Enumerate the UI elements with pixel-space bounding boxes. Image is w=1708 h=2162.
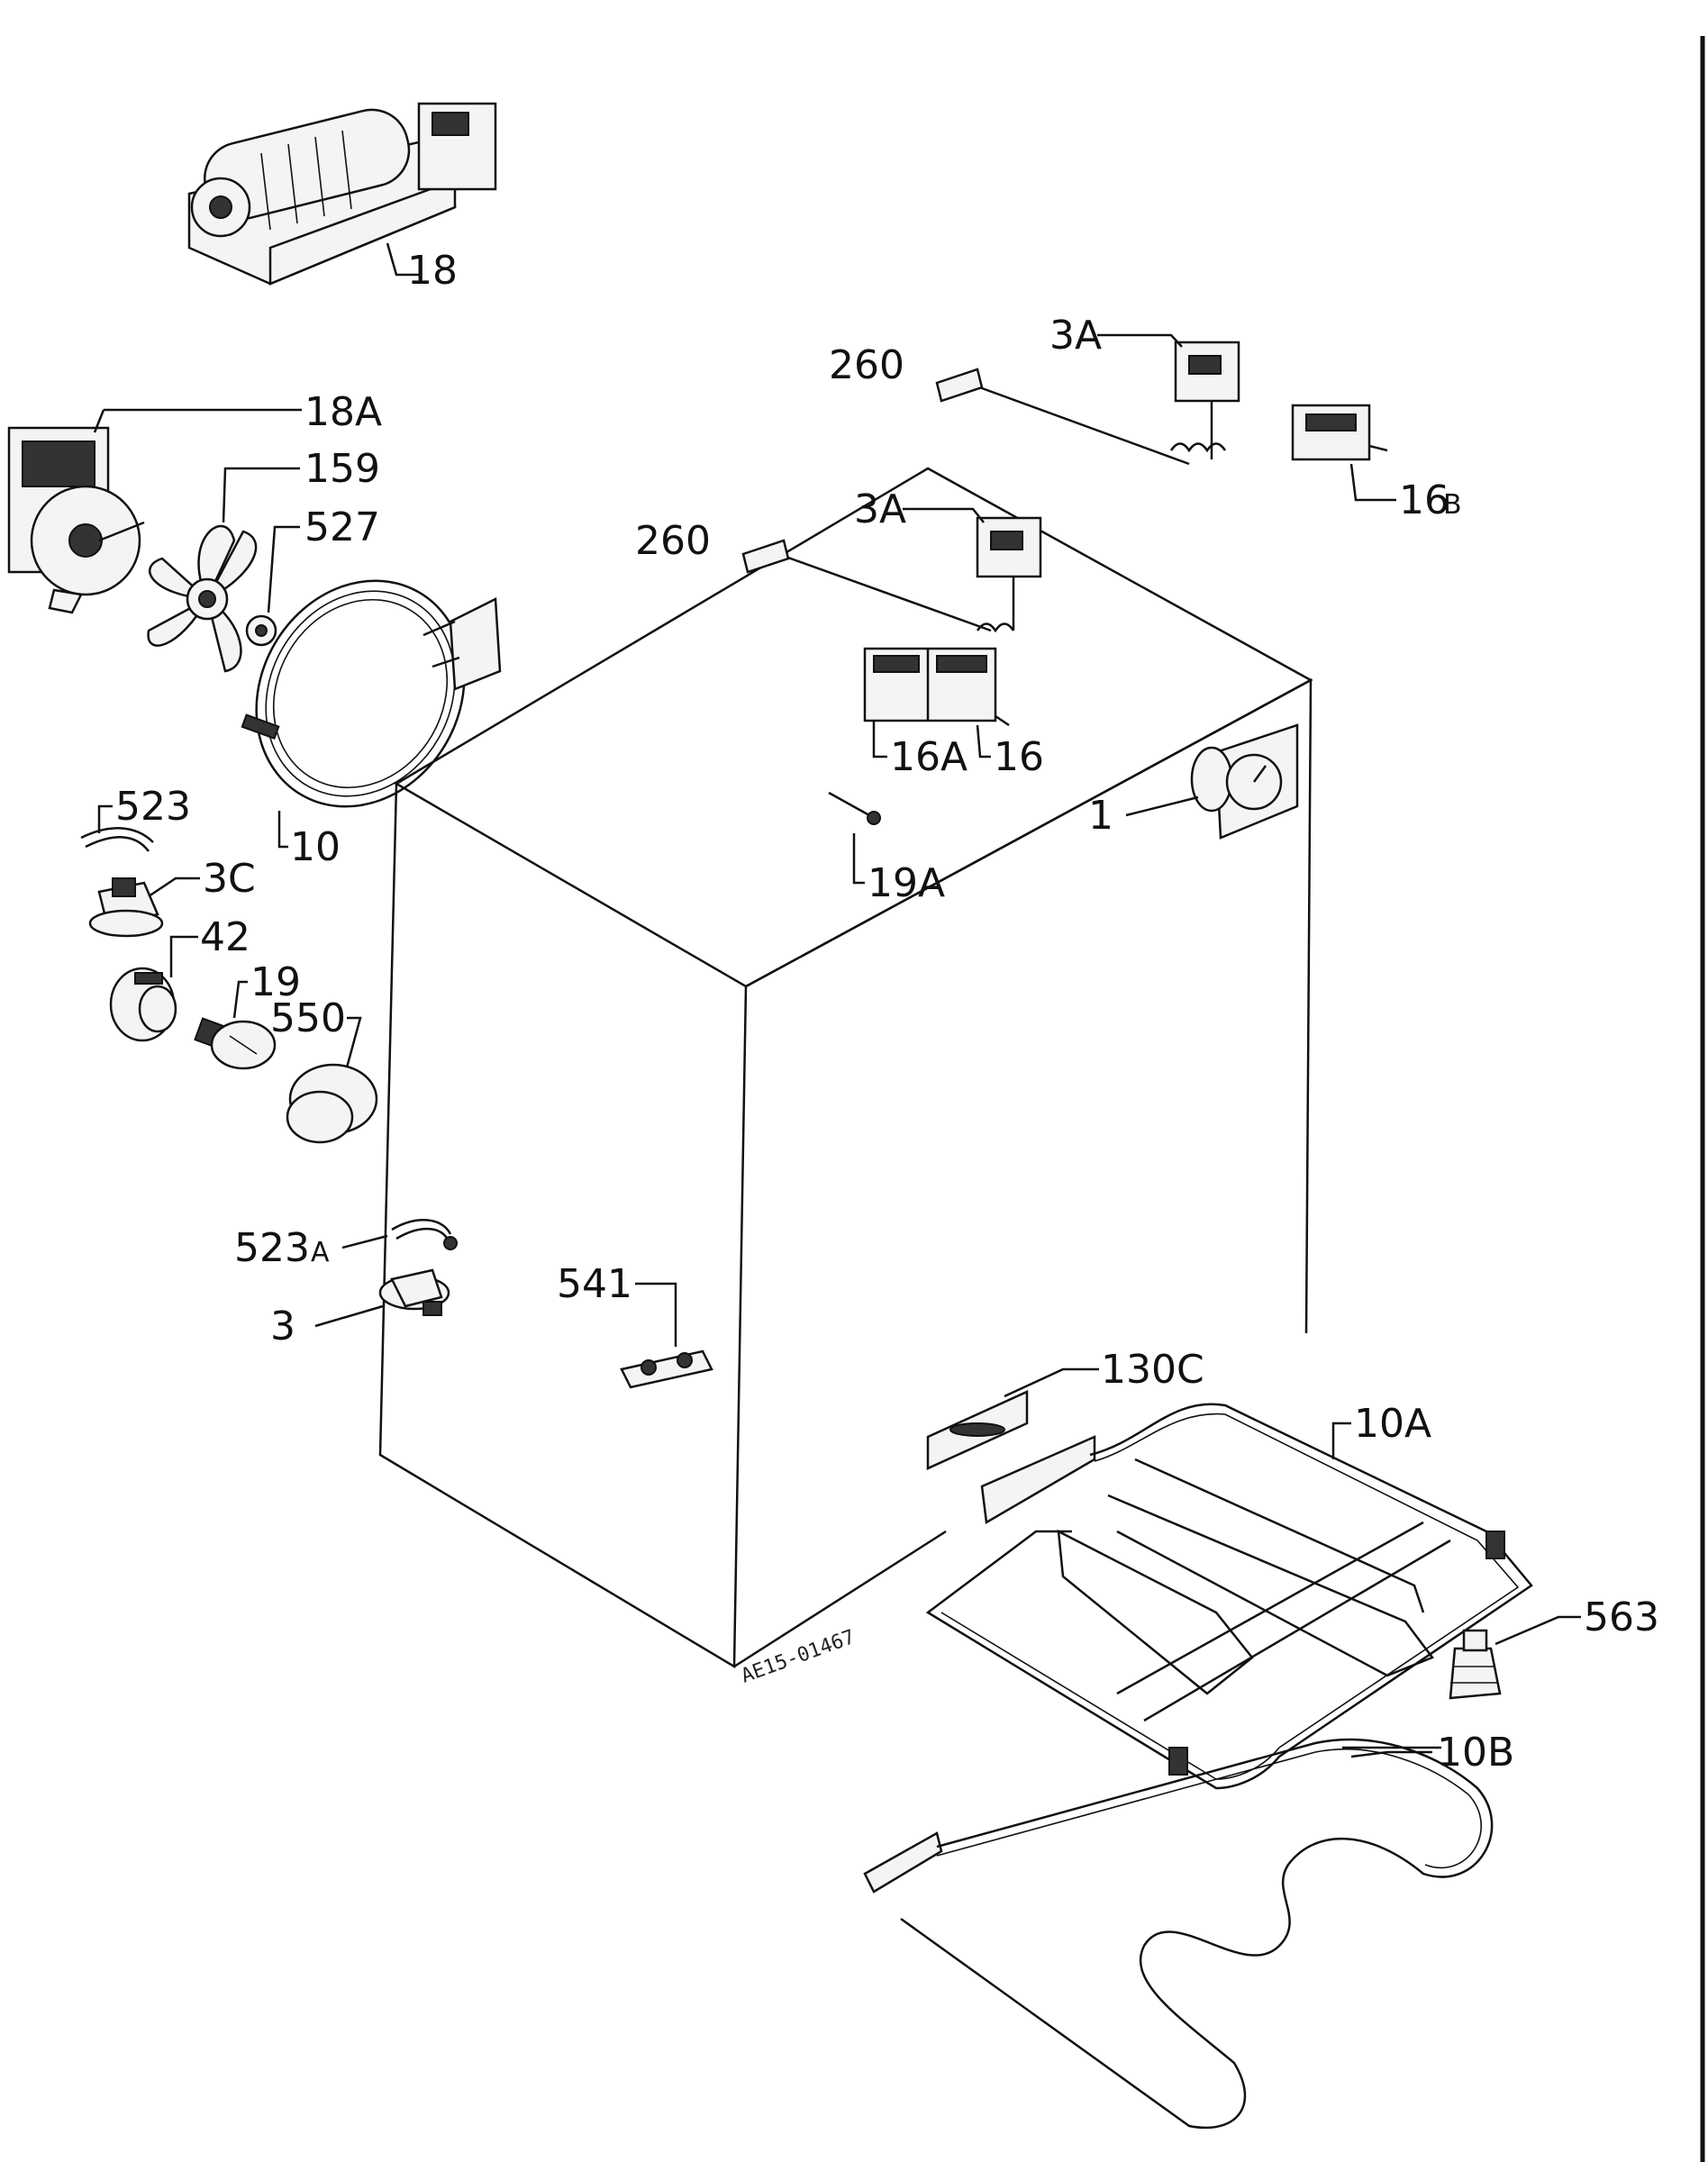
label-3a-mid: 3A	[854, 486, 906, 532]
nut-part-527	[245, 614, 277, 647]
switch-block-part-16a-16	[863, 647, 1010, 727]
wire-clip-part-523a	[391, 1219, 458, 1250]
label-16a: 16A	[890, 734, 968, 780]
lamp-bulb-part-19	[194, 1017, 277, 1070]
circular-element-part-10	[241, 579, 502, 808]
leader-523	[97, 804, 113, 833]
leader-3	[314, 1304, 384, 1328]
label-541: 541	[557, 1261, 632, 1307]
leader-10b	[1350, 1750, 1432, 1758]
label-260-mid: 260	[635, 518, 711, 564]
leader-18	[386, 242, 419, 277]
leader-42	[169, 935, 198, 977]
label-527: 527	[304, 504, 380, 550]
leader-159	[222, 467, 300, 523]
fan-blade-part-159	[147, 524, 258, 673]
label-3a-top: 3A	[1049, 313, 1102, 359]
leader-10	[277, 811, 288, 849]
probe-part-260-top	[935, 368, 1227, 466]
label-563: 563	[1584, 1594, 1659, 1640]
timer-part-1	[1190, 723, 1299, 840]
wire-part-19a	[828, 791, 881, 825]
thermostat-part-3a-top	[1174, 341, 1240, 459]
leader-1	[1125, 795, 1199, 817]
leader-527	[267, 525, 300, 613]
thermostat-part-3	[378, 1268, 450, 1316]
leader-19	[232, 980, 248, 1019]
leader-16b	[1349, 463, 1396, 502]
wire-clip-part-523	[80, 827, 154, 852]
label-523: 523	[115, 784, 191, 830]
label-523a: 523	[234, 1225, 310, 1271]
label-18: 18	[407, 248, 458, 294]
leader-550	[345, 1016, 362, 1068]
label-42: 42	[200, 914, 250, 960]
label-550: 550	[270, 995, 346, 1041]
label-16: 16	[994, 734, 1044, 780]
leader-523a	[341, 1234, 388, 1249]
label-1: 1	[1088, 793, 1113, 839]
leader-130c	[1004, 1367, 1099, 1398]
probe-part-260-mid	[741, 539, 1015, 633]
leader-563	[1494, 1615, 1581, 1646]
label-10b: 10B	[1437, 1730, 1514, 1776]
label-159: 159	[304, 446, 380, 492]
connector-part-563	[1449, 1629, 1502, 1700]
label-130c: 130C	[1101, 1347, 1204, 1393]
leader-541	[635, 1282, 677, 1347]
bracket-part-541	[620, 1349, 713, 1389]
drawing-reference-stamp: AE15-01467	[739, 1626, 859, 1688]
label-3: 3	[270, 1304, 295, 1349]
switch-part-16b	[1291, 404, 1388, 461]
lower-element-part-10b	[863, 1738, 1494, 2130]
label-10a: 10A	[1354, 1401, 1431, 1447]
label-3c: 3C	[203, 856, 256, 902]
label-10: 10	[290, 824, 341, 870]
leader-10a	[1331, 1422, 1351, 1459]
terminal-plate-part-130c	[926, 1390, 1029, 1470]
label-16b: 16	[1399, 477, 1449, 523]
label-19a: 19A	[868, 860, 945, 906]
oven-cabinet	[378, 467, 1313, 1669]
leader-16a	[872, 721, 887, 759]
lamp-cover-part-550	[286, 1063, 378, 1144]
label-19: 19	[250, 959, 301, 1005]
leader-16	[976, 724, 991, 759]
grill-element-part-10a	[925, 1403, 1533, 1790]
tangential-fan-part-18	[187, 102, 497, 286]
label-523a-suffix: A	[311, 1237, 330, 1268]
leader-3a-mid	[903, 507, 985, 523]
thermostat-part-3a-mid	[976, 516, 1042, 631]
label-16b-suffix: B	[1443, 489, 1462, 521]
leader-3c	[148, 877, 200, 898]
fan-motor-part-18a	[7, 426, 145, 614]
label-260-top: 260	[829, 342, 904, 388]
lamp-holder-part-42	[109, 967, 177, 1042]
leader-19a	[852, 833, 865, 885]
thermostat-part-3c	[88, 877, 164, 938]
leader-3a-top	[1097, 333, 1183, 348]
label-18a: 18A	[304, 389, 382, 435]
